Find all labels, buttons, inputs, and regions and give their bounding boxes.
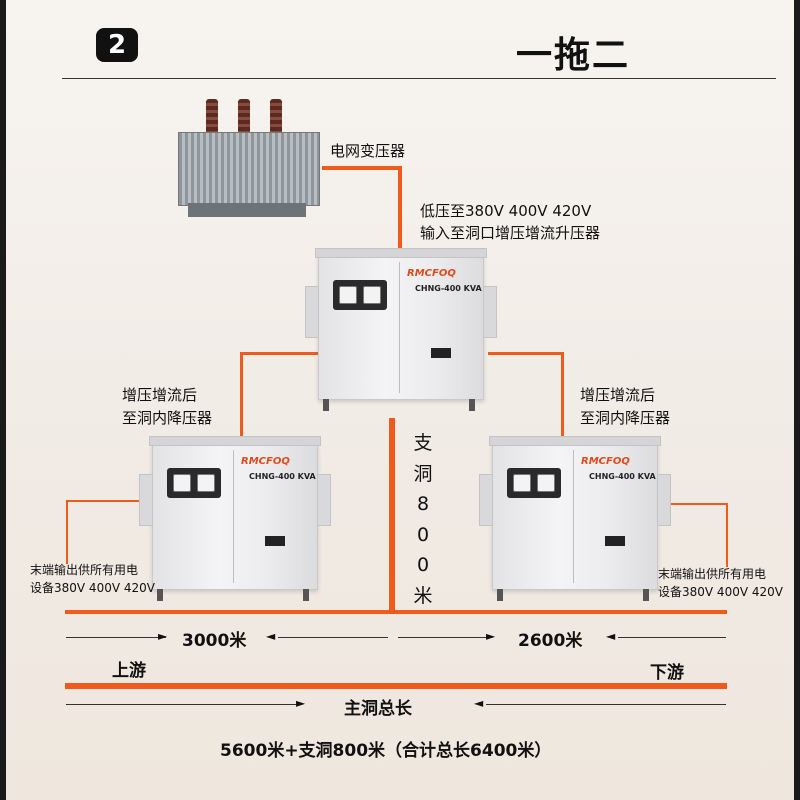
transformer-base bbox=[188, 203, 306, 217]
cabinet-roof bbox=[315, 248, 487, 258]
arrow-left-icon: ◄ bbox=[606, 629, 616, 643]
left-distance: 3000米 bbox=[182, 631, 247, 651]
branch-char: 8 bbox=[416, 493, 430, 515]
page-title: 一拖二 bbox=[516, 35, 631, 76]
branch-char: 0 bbox=[416, 554, 430, 576]
main-booster-cabinet: RMCFOQ CHNG-400 KVA bbox=[305, 248, 497, 411]
main-tunnel-bottom-line bbox=[65, 683, 727, 689]
right-output-label-1: 末端输出供所有用电 bbox=[658, 567, 767, 581]
left-stepdown-cabinet: RMCFOQ CHNG-400 KVA bbox=[139, 436, 331, 601]
branch-char: 支 bbox=[413, 432, 433, 454]
branch-char: 洞 bbox=[413, 462, 433, 485]
cabinet-foot bbox=[303, 589, 309, 601]
right-distance: 2600米 bbox=[518, 631, 583, 651]
cabinet-side-vent bbox=[657, 474, 671, 526]
main-arrow-line-right bbox=[486, 704, 726, 705]
right-branch-down bbox=[561, 352, 564, 444]
cabinet-foot bbox=[643, 589, 649, 601]
right-output-v bbox=[726, 503, 728, 567]
cabinet-foot bbox=[157, 589, 163, 601]
right-output-h bbox=[668, 503, 728, 505]
cabinet-side-vent bbox=[479, 474, 493, 526]
door-seam bbox=[573, 450, 574, 583]
ammeter-icon bbox=[537, 474, 555, 492]
right-unit-label-2: 至洞内降压器 bbox=[580, 409, 671, 427]
ammeter-icon bbox=[363, 286, 381, 304]
branch-char: 0 bbox=[416, 523, 430, 546]
main-tunnel-line bbox=[65, 610, 727, 614]
brand-logo: RMCFOQ bbox=[241, 456, 290, 467]
voltmeter-icon bbox=[513, 474, 531, 492]
arrow-left-icon: ◄ bbox=[474, 696, 484, 710]
door-handle bbox=[431, 348, 451, 358]
meter-panel bbox=[167, 468, 221, 498]
branch-char: 米 bbox=[413, 584, 433, 607]
cabinet-foot bbox=[323, 399, 329, 411]
door-seam bbox=[233, 450, 234, 583]
arrow-left-icon: ◄ bbox=[266, 629, 276, 643]
cabinet-roof bbox=[489, 436, 661, 446]
bushing bbox=[270, 99, 282, 135]
left-unit-label-1: 增压增流后 bbox=[122, 386, 198, 404]
cabinet-foot bbox=[497, 589, 503, 601]
right-output-label-2: 设备380V 400V 420V bbox=[658, 585, 783, 599]
bushing bbox=[238, 99, 250, 135]
model-plate: CHNG-400 KVA bbox=[249, 472, 316, 481]
main-arrow-line-left bbox=[66, 704, 302, 705]
cabinet-foot bbox=[469, 399, 475, 411]
left-dist-arrow-line bbox=[66, 637, 166, 638]
door-handle bbox=[605, 536, 625, 546]
left-output-h bbox=[66, 500, 152, 502]
cabinet-side-vent bbox=[139, 474, 153, 526]
upstream-label: 上游 bbox=[112, 661, 146, 681]
main-tunnel-total-label: 主洞总长 bbox=[344, 699, 412, 719]
bushing bbox=[206, 99, 218, 135]
cabinet-side-vent bbox=[317, 474, 331, 526]
cabinet-side-vent bbox=[483, 286, 497, 338]
right-frame-border bbox=[794, 0, 800, 800]
meter-panel bbox=[333, 280, 387, 310]
arrow-right-icon: ► bbox=[296, 696, 306, 710]
voltmeter-icon bbox=[173, 474, 191, 492]
right-stepdown-cabinet: RMCFOQ CHNG-400 KVA bbox=[479, 436, 671, 601]
cabinet-side-vent bbox=[305, 286, 319, 338]
downstream-label: 下游 bbox=[650, 663, 684, 683]
door-handle bbox=[265, 536, 285, 546]
meter-panel bbox=[507, 468, 561, 498]
left-output-label-1: 末端输出供所有用电 bbox=[30, 563, 139, 577]
left-branch-top bbox=[240, 352, 320, 355]
main-unit-label-2: 输入至洞口增压增流升压器 bbox=[420, 224, 601, 242]
model-plate: CHNG-400 KVA bbox=[415, 284, 482, 293]
branch-tunnel-length-label: 支 洞 8 0 0 米 bbox=[411, 428, 435, 611]
transformer-label: 电网变压器 bbox=[330, 142, 406, 160]
brand-logo: RMCFOQ bbox=[407, 268, 456, 279]
step-badge: 2 bbox=[96, 28, 138, 62]
ammeter-icon bbox=[197, 474, 215, 492]
transformer-body bbox=[178, 132, 320, 206]
grid-transformer-image bbox=[170, 97, 320, 227]
door-seam bbox=[399, 262, 400, 393]
feed-line-horizontal bbox=[322, 166, 400, 170]
left-output-v bbox=[66, 500, 68, 564]
total-length-summary: 5600米+支洞800米（合计总长6400米） bbox=[220, 741, 552, 761]
brand-logo: RMCFOQ bbox=[581, 456, 630, 467]
model-plate: CHNG-400 KVA bbox=[589, 472, 656, 481]
left-branch-down bbox=[240, 352, 243, 444]
branch-tunnel-line bbox=[389, 418, 395, 612]
left-dist-arrow-line-2 bbox=[278, 637, 388, 638]
voltmeter-icon bbox=[339, 286, 357, 304]
cabinet-roof bbox=[149, 436, 321, 446]
main-unit-label-1: 低压至380V 400V 420V bbox=[420, 202, 592, 220]
left-unit-label-2: 至洞内降压器 bbox=[122, 409, 213, 427]
left-frame-border bbox=[0, 0, 6, 800]
arrow-right-icon: ► bbox=[486, 629, 496, 643]
right-dist-arrow-line bbox=[398, 637, 490, 638]
feed-line-vertical bbox=[398, 166, 402, 258]
right-branch-top bbox=[488, 352, 563, 355]
right-dist-arrow-line-2 bbox=[618, 637, 726, 638]
right-unit-label-1: 增压增流后 bbox=[580, 386, 656, 404]
title-divider bbox=[62, 78, 776, 79]
arrow-right-icon: ► bbox=[158, 629, 168, 643]
left-output-label-2: 设备380V 400V 420V bbox=[30, 581, 155, 595]
